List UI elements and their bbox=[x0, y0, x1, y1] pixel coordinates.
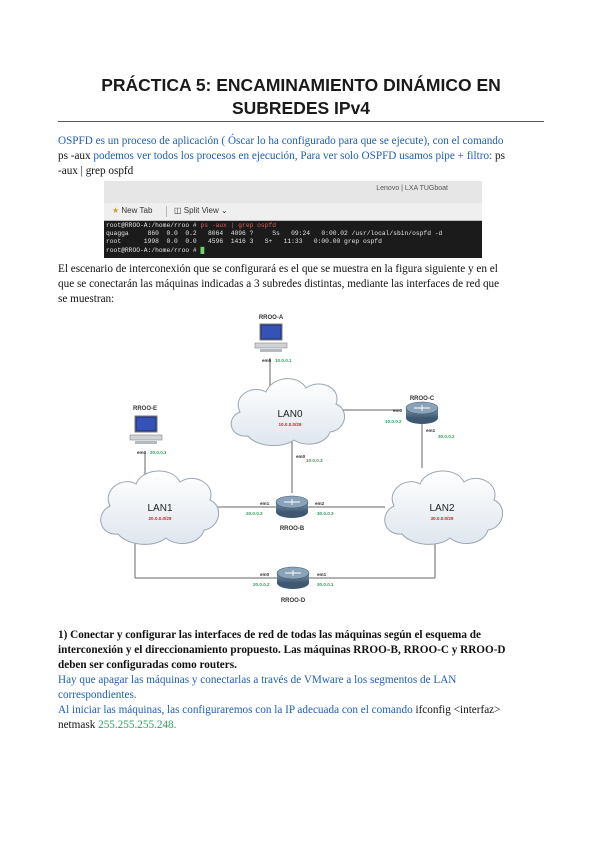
lan1-cloud bbox=[100, 470, 219, 545]
answer-netmask-value: 255.255.255.248. bbox=[98, 719, 177, 731]
rroo-e-name: RROO-E bbox=[133, 406, 157, 412]
rroo-c-router-icon bbox=[405, 401, 439, 424]
rroo-b-name: RROO-B bbox=[280, 526, 305, 532]
rroo-e-iface: em0 bbox=[137, 450, 147, 455]
intro-cmd-ps: ps bbox=[494, 150, 505, 162]
answer-line-2: correspondientes. bbox=[58, 689, 137, 701]
rroo-a-computer-icon bbox=[254, 323, 288, 352]
lan2-name: LAN2 bbox=[429, 503, 454, 514]
answer-cmd-ifconfig: ifconfig <interfaz> bbox=[415, 704, 501, 716]
new-tab-icon: ★ bbox=[112, 206, 120, 215]
rroo-d-router-icon bbox=[276, 566, 310, 589]
title-divider bbox=[58, 121, 544, 122]
intro-text-1: OSPFD es un proceso de aplicación ( Ósca… bbox=[58, 135, 504, 147]
network-diagram: RROO-A em0 10.0.0.1 RROO-E em0 20.0.0.1 … bbox=[80, 308, 540, 608]
rroo-a-iface: em0 bbox=[262, 358, 272, 363]
terminal-screenshot: Lenovo | LXA TUGboat ★ New Tab ◫ Split V… bbox=[104, 181, 482, 258]
network-diagram-svg: RROO-A em0 10.0.0.1 RROO-E em0 20.0.0.1 … bbox=[100, 315, 503, 604]
split-view-button[interactable]: ◫ Split View ⌄ bbox=[174, 206, 228, 215]
escenario-line-3: se muestran: bbox=[58, 293, 115, 305]
title-line-2: SUBREDES IPv4 bbox=[231, 98, 371, 118]
chevron-down-icon: ⌄ bbox=[221, 206, 228, 215]
rroo-d-if1: em1 bbox=[317, 572, 327, 577]
lan1-name: LAN1 bbox=[147, 503, 172, 514]
rroo-b-if2: em2 bbox=[315, 501, 325, 506]
network-links bbox=[134, 358, 436, 579]
escenario-line-1: El escenario de interconexión que se con… bbox=[58, 263, 498, 275]
rroo-e-computer-icon bbox=[129, 415, 163, 444]
task-1-line-1: 1) Conectar y configurar las interfaces … bbox=[58, 629, 481, 641]
rroo-a-name: RROO-A bbox=[259, 315, 284, 321]
answer-line-3: Al iniciar las máquinas, las configurare… bbox=[58, 704, 416, 716]
rroo-c-if1: em1 bbox=[426, 428, 436, 433]
rroo-d-name: RROO-D bbox=[281, 598, 306, 604]
rroo-b-ip2: 30.0.0.3 bbox=[317, 511, 334, 516]
rroo-d-if0: em0 bbox=[260, 572, 270, 577]
rroo-d-ip0: 20.0.0.2 bbox=[253, 582, 270, 587]
screenshot-titlebar: Lenovo | LXA TUGboat bbox=[104, 181, 482, 203]
rroo-e-ip: 20.0.0.1 bbox=[150, 450, 167, 455]
lan2-cloud bbox=[384, 470, 503, 545]
rroo-a-ip: 10.0.0.1 bbox=[275, 358, 292, 363]
task-1-line-2: interconexión y el direccionamiento prop… bbox=[58, 644, 506, 656]
intro-text-2: podemos ver todos los procesos en ejecuc… bbox=[90, 150, 495, 162]
intro-cmd-grep: -aux | grep ospfd bbox=[58, 165, 134, 177]
lan0-net: 10.0.0.0/29 bbox=[279, 422, 302, 427]
answer-line-1: Hay que apagar las máquinas y conectarla… bbox=[58, 674, 457, 686]
lan0-name: LAN0 bbox=[277, 409, 302, 420]
rroo-d-ip1: 30.0.0.1 bbox=[317, 582, 334, 587]
screenshot-brand: Lenovo | LXA TUGboat bbox=[376, 185, 448, 192]
terminal-line-4: root@RROO-A:/home/rroo # █ bbox=[106, 246, 205, 254]
answer-netmask-label: netmask bbox=[58, 719, 99, 731]
terminal-line-3: root 1998 0.0 0.0 4596 1416 3 S+ 11:33 0… bbox=[106, 238, 382, 246]
escenario-line-2: que se conectarán las máquinas indicadas… bbox=[58, 278, 500, 290]
intro-paragraph: OSPFD es un proceso de aplicación ( Ósca… bbox=[58, 134, 544, 179]
rroo-c-name: RROO-C bbox=[410, 396, 435, 402]
terminal-line-1: root@RROO-A:/home/rroo # ps -aux | grep … bbox=[106, 222, 277, 229]
rroo-b-if0: em0 bbox=[296, 454, 306, 459]
new-tab-button[interactable]: ★ New Tab bbox=[112, 206, 153, 215]
rroo-b-ip0: 10.0.0.3 bbox=[306, 458, 323, 463]
terminal-line-2: quagga 860 0.0 0.2 8064 4096 ? Ss 09:24 … bbox=[106, 230, 443, 238]
rroo-c-if0: em0 bbox=[393, 408, 403, 413]
split-view-icon: ◫ bbox=[174, 206, 182, 215]
task-1-heading: 1) Conectar y configurar las interfaces … bbox=[58, 628, 544, 673]
rroo-c-ip1: 30.0.0.2 bbox=[438, 434, 455, 439]
escenario-paragraph: El escenario de interconexión que se con… bbox=[58, 262, 544, 307]
page-title: PRÁCTICA 5: ENCAMINAMIENTO DINÁMICO EN S… bbox=[60, 74, 542, 120]
lan2-net: 30.0.0.0/29 bbox=[431, 516, 454, 521]
lan1-net: 20.0.0.0/29 bbox=[149, 516, 172, 521]
rroo-b-if1: em1 bbox=[260, 501, 270, 506]
rroo-b-ip1: 20.0.0.3 bbox=[246, 511, 263, 516]
rroo-c-ip0: 10.0.0.2 bbox=[385, 419, 402, 424]
title-line-1: PRÁCTICA 5: ENCAMINAMIENTO DINÁMICO EN bbox=[101, 75, 501, 95]
task-1-line-3: deben ser configuradas como routers. bbox=[58, 659, 237, 671]
toolbar-separator bbox=[166, 206, 167, 217]
lan0-cloud bbox=[230, 378, 345, 446]
terminal-toolbar: ★ New Tab ◫ Split View ⌄ bbox=[104, 203, 482, 221]
terminal-output[interactable]: root@RROO-A:/home/rroo # ps -aux | grep … bbox=[106, 222, 480, 255]
intro-cmd-ps-aux: ps -aux bbox=[58, 150, 91, 162]
answer-paragraph: Hay que apagar las máquinas y conectarla… bbox=[58, 673, 544, 733]
rroo-b-router-icon bbox=[275, 495, 309, 518]
